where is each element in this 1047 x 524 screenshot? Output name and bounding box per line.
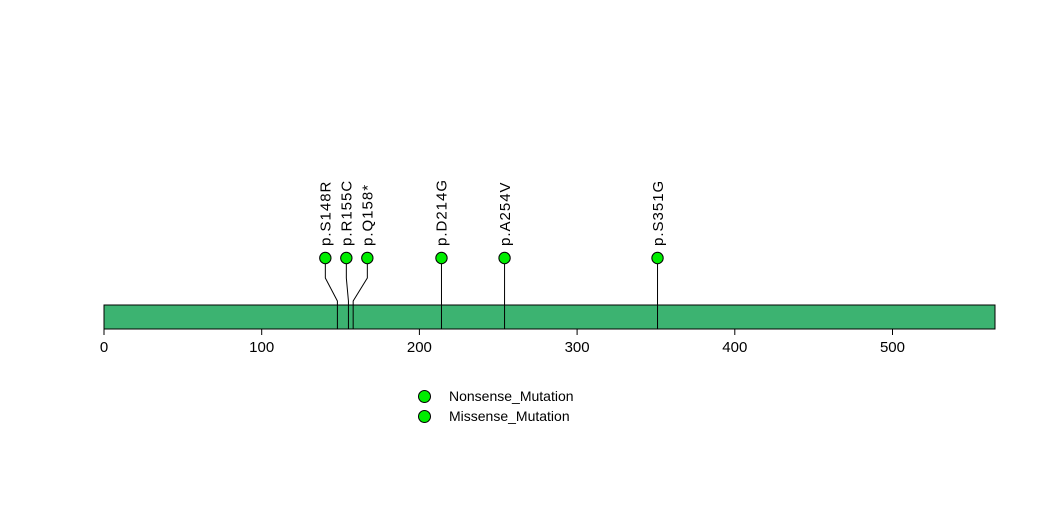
mutation-label: p.S148R (318, 181, 335, 246)
mutation-point (340, 251, 353, 265)
mutation-stem (324, 263, 338, 329)
mutation-label: p.D214G (434, 179, 451, 246)
mutation-point (319, 251, 332, 265)
mutation-point (361, 251, 374, 265)
axis-tick-label: 500 (880, 339, 905, 356)
legend-item-missense-mutation: Missense_Mutation (418, 406, 574, 426)
nonsense-mutation-dot-icon (418, 389, 431, 403)
mutation-label: p.Q158* (360, 184, 377, 246)
mutation-point (498, 251, 511, 265)
axis-tick-label: 300 (565, 339, 590, 356)
legend: Nonsense_Mutation Missense_Mutation (418, 386, 574, 426)
protein-bar (103, 304, 996, 330)
mutation-label: p.S351G (650, 180, 667, 246)
legend-label-missense: Missense_Mutation (449, 408, 570, 424)
axis-tick-label: 200 (407, 339, 432, 356)
axis-tick-label: 400 (722, 339, 747, 356)
mutation-point (435, 251, 448, 265)
mutation-label: p.A254V (497, 181, 514, 246)
mutation-stem (345, 263, 349, 329)
axis-tick-label: 0 (100, 339, 108, 356)
mutation-point (651, 251, 664, 265)
legend-item-nonsense-mutation: Nonsense_Mutation (418, 386, 574, 406)
mutation-stem (352, 263, 368, 329)
axis-tick-label: 100 (249, 339, 274, 356)
missense-mutation-dot-icon (418, 409, 431, 423)
legend-label-nonsense: Nonsense_Mutation (449, 388, 574, 404)
mutation-label: p.R155C (339, 180, 356, 246)
